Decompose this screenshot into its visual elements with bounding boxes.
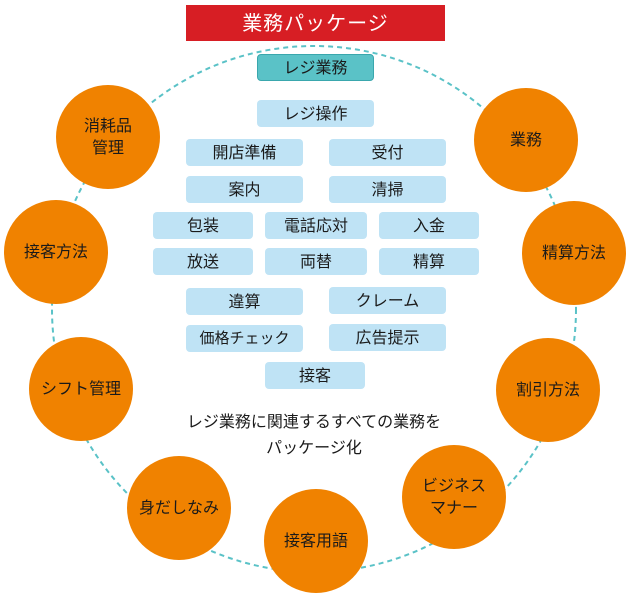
task-pill: 電話応対 [265, 212, 367, 239]
ring-item-circle: シフト管理 [29, 337, 133, 441]
task-pill: 接客 [265, 362, 365, 389]
task-pill: 違算 [186, 288, 303, 315]
task-pill: 案内 [186, 176, 303, 203]
ring-item-label: ビジネス マナー [421, 476, 486, 517]
task-pill: 開店準備 [186, 139, 303, 166]
ring-item-label: シフト管理 [40, 379, 121, 398]
ring-outline [51, 45, 577, 573]
main-task-pill: レジ業務 [257, 54, 374, 81]
ring-item-circle: 接客用語 [264, 489, 368, 593]
ring-item-label: 接客用語 [283, 531, 348, 550]
ring-item-circle: 割引方法 [496, 338, 600, 442]
task-pill: 放送 [153, 248, 253, 275]
ring-item-circle: 業務 [474, 88, 578, 192]
ring-item-circle: 身だしなみ [127, 456, 231, 560]
task-pill: 精算 [379, 248, 479, 275]
task-pill: 価格チェック [186, 325, 303, 352]
ring-item-label: 業務 [509, 130, 542, 149]
task-pill: 入金 [379, 212, 479, 239]
task-pill: 広告提示 [329, 324, 446, 351]
ring-item-label: 消耗品 管理 [83, 116, 132, 157]
task-pill: 包装 [153, 212, 253, 239]
task-pill: 両替 [265, 248, 367, 275]
task-pill: レジ操作 [257, 100, 374, 127]
ring-item-label: 接客方法 [23, 242, 88, 261]
ring-item-label: 身だしなみ [138, 498, 219, 517]
ring-item-label: 割引方法 [515, 380, 580, 399]
task-pill: 清掃 [329, 176, 446, 203]
description-line: パッケージ化 [266, 438, 362, 457]
ring-item-label: 精算方法 [541, 243, 606, 262]
task-pill: 受付 [329, 139, 446, 166]
task-pill: クレーム [329, 287, 446, 314]
ring-item-circle: 接客方法 [4, 200, 108, 304]
description: レジ業務に関連するすべての業務を パッケージ化 [150, 409, 478, 461]
ring-item-circle: 消耗品 管理 [56, 85, 160, 189]
ring-item-circle: ビジネス マナー [402, 445, 506, 549]
ring-item-circle: 精算方法 [522, 201, 626, 305]
title-banner: 業務パッケージ [186, 5, 445, 41]
description-line: レジ業務に関連するすべての業務を [186, 412, 442, 431]
